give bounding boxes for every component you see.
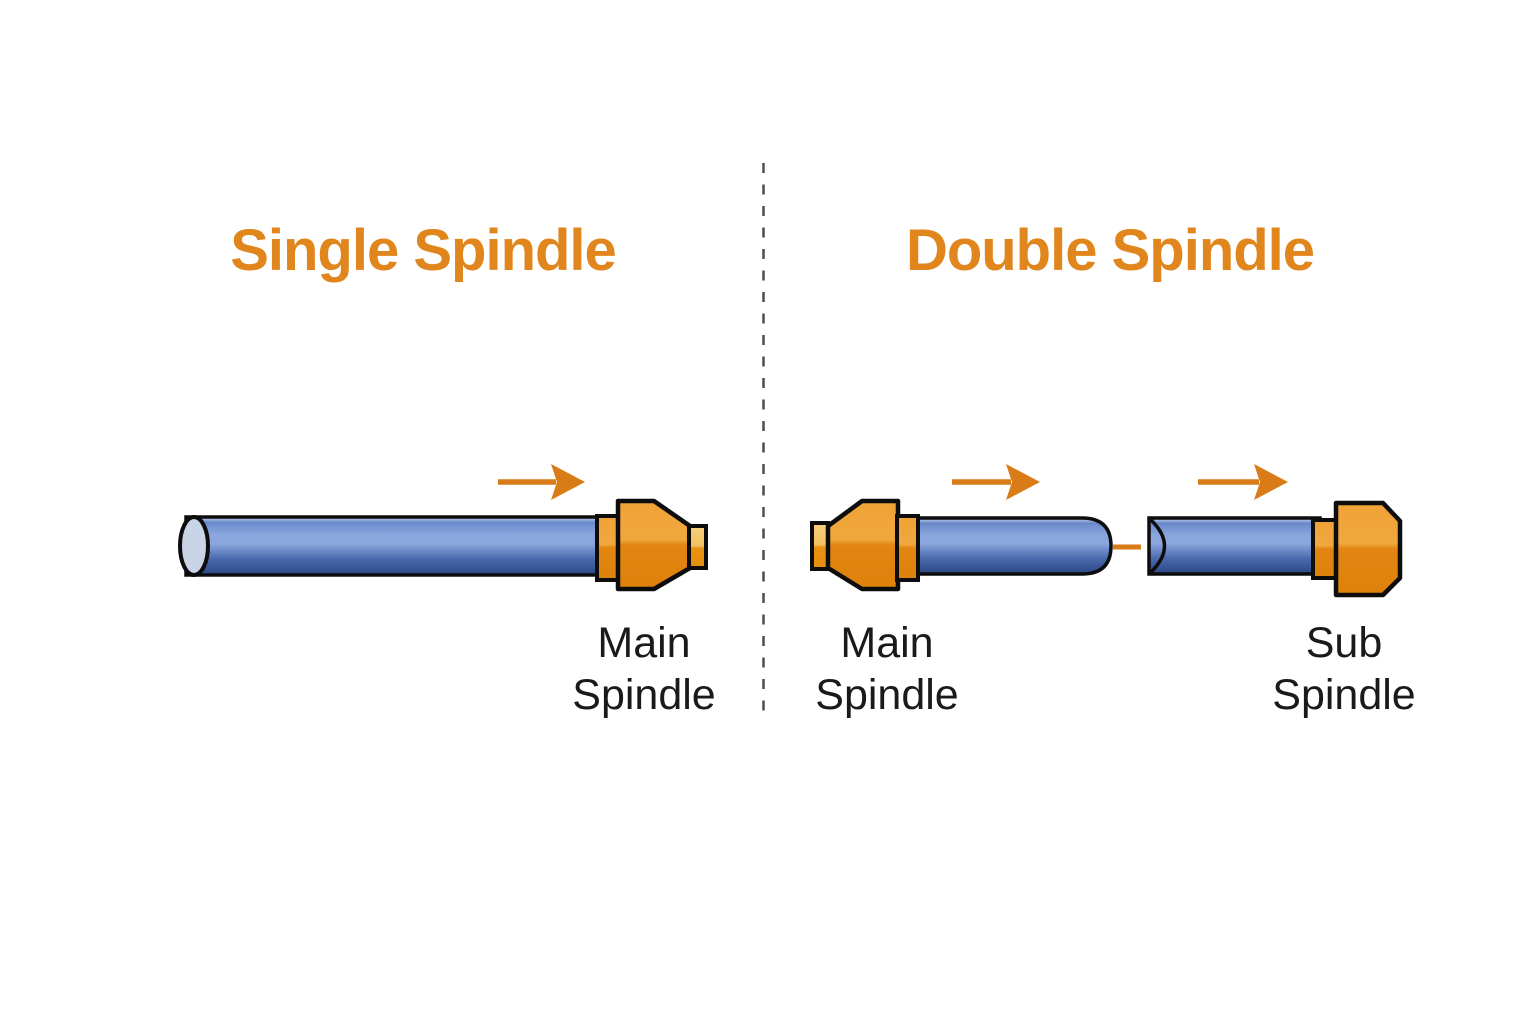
arrow-right-icon: [498, 464, 585, 500]
spindle-head: [615, 498, 693, 592]
main-spindle-label-line2: Spindle: [815, 671, 959, 719]
sub-spindle-figure: [1147, 500, 1403, 598]
spindle-collar: [595, 514, 620, 582]
main-spindle-label-line1: Main: [840, 619, 934, 667]
main-spindle-label-line1: Main: [597, 619, 691, 667]
spindle-head: [1333, 500, 1403, 598]
arrow-right-icon: [1198, 464, 1288, 500]
spindle-head: [825, 498, 901, 592]
sub-spindle-label-line2: Spindle: [1272, 671, 1416, 719]
spindle-collar: [1311, 518, 1338, 580]
workpiece-bar: [910, 516, 1113, 576]
sub-spindle-label: Sub Spindle: [1272, 617, 1415, 721]
sub-spindle-label-line1: Sub: [1305, 619, 1383, 667]
main-spindle-label: Main Spindle: [815, 617, 958, 721]
double-spindle-title: Double Spindle: [905, 218, 1315, 283]
bar-end-face: [178, 515, 210, 577]
spindle-tip: [810, 521, 830, 571]
single-spindle-title: Single Spindle: [230, 218, 617, 283]
double-spindle-figure: [810, 464, 1403, 598]
spindle-collar: [895, 514, 920, 582]
single-spindle-figure: [178, 464, 708, 592]
cut-face-arc: [1149, 518, 1167, 574]
arrow-right-icon: [952, 464, 1040, 500]
spindle-tip: [687, 524, 708, 570]
workpiece-bar: [1147, 516, 1322, 576]
main-spindle-figure: [810, 498, 1113, 592]
main-spindle-label-line2: Spindle: [572, 671, 716, 719]
main-spindle-label: Main Spindle: [572, 617, 715, 721]
workpiece-bar: [184, 515, 602, 577]
